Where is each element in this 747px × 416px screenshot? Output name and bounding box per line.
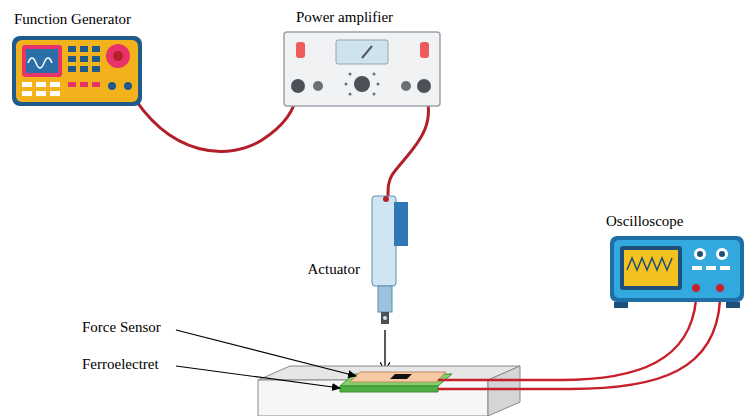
power-amplifier (284, 32, 440, 106)
part-label: Function Generator (14, 10, 131, 28)
wire (438, 300, 720, 389)
part-label: Power amplifier (296, 8, 393, 26)
part-label: Actuator (308, 260, 360, 278)
actuator (372, 196, 408, 324)
part-label: Force Sensor (82, 318, 161, 336)
motion-arrow (384, 330, 385, 370)
function-generator (12, 36, 142, 106)
wire (128, 88, 298, 151)
leader-line (176, 366, 340, 388)
sensor-stack (340, 372, 452, 392)
oscilloscope (610, 236, 744, 308)
part-label: Ferroelectret (82, 355, 159, 373)
platform (258, 366, 520, 416)
part-label: Oscilloscope (606, 212, 683, 230)
wire (438, 300, 696, 380)
